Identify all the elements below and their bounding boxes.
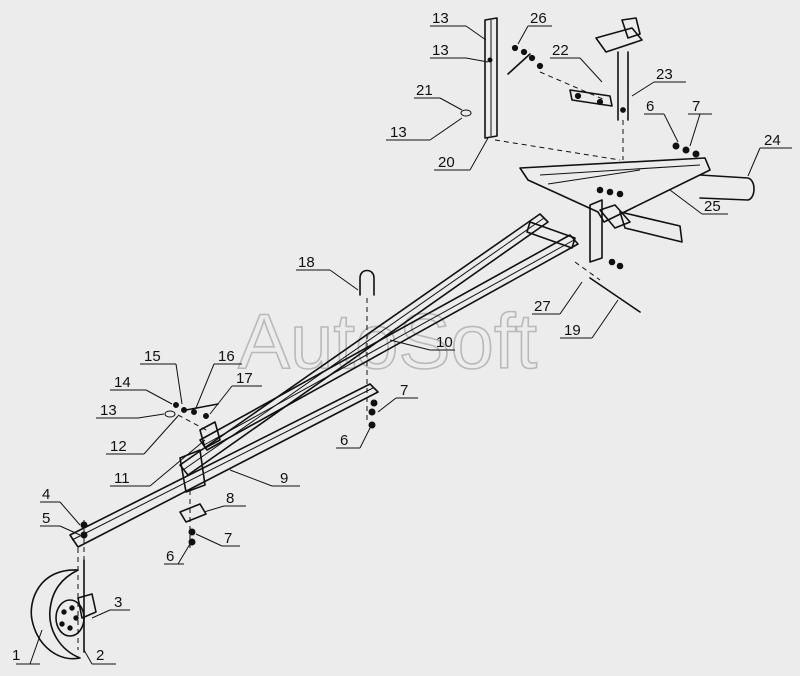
- cross-member: [179, 221, 576, 493]
- callout-17: 17: [236, 370, 253, 387]
- callout-8: 8: [226, 490, 234, 507]
- callout-9: 9: [280, 470, 288, 487]
- u-bolt-18: [359, 269, 378, 429]
- callout-13-third: 13: [390, 124, 407, 141]
- clamp-head-23: [595, 17, 643, 160]
- hitch-frame-25: [519, 157, 711, 270]
- u-pin-24: [672, 142, 755, 201]
- callout-13-top: 13: [432, 10, 449, 27]
- disc-1: [30, 569, 97, 660]
- callout-12: 12: [110, 438, 127, 455]
- callout-5: 5: [42, 510, 50, 527]
- callout-4: 4: [42, 486, 50, 503]
- callout-16: 16: [218, 348, 235, 365]
- callout-7-right: 7: [692, 98, 700, 115]
- callout-27: 27: [534, 298, 551, 315]
- callout-10: 10: [436, 334, 453, 351]
- callout-20: 20: [438, 154, 455, 171]
- callout-14: 14: [114, 374, 131, 391]
- callout-7-mid: 7: [400, 382, 408, 399]
- callout-21: 21: [416, 82, 433, 99]
- callout-1: 1: [12, 647, 20, 664]
- post-20: [484, 17, 621, 161]
- callout-15: 15: [144, 348, 161, 365]
- callout-19: 19: [564, 322, 581, 339]
- callout-6-mid: 6: [340, 432, 348, 449]
- callout-2: 2: [96, 647, 104, 664]
- callout-3: 3: [114, 594, 122, 611]
- callout-24: 24: [764, 132, 781, 149]
- watermark: AutoSoft: [238, 297, 538, 385]
- callout-23: 23: [656, 66, 673, 83]
- bracket-22: [460, 44, 613, 117]
- clamp-8: [179, 490, 207, 548]
- bolt-2: [77, 520, 88, 653]
- rod-27: [574, 261, 641, 313]
- callout-18: 18: [298, 254, 315, 271]
- main-beam-9: [69, 383, 379, 548]
- callout-13-second: 13: [432, 42, 449, 59]
- callout-25: 25: [704, 198, 721, 215]
- leader-lines: [16, 25, 792, 665]
- callout-labels: 1 2 3 4 5 6 7 8 9 10 11 12 13 14 15 16 1…: [12, 10, 781, 664]
- callout-11: 11: [114, 470, 130, 487]
- callout-7: 7: [224, 530, 232, 547]
- callout-6: 6: [166, 548, 174, 565]
- callout-13: 13: [100, 402, 117, 419]
- upper-beam: [179, 213, 549, 476]
- callout-22: 22: [552, 42, 569, 59]
- callout-6-right: 6: [646, 98, 654, 115]
- callout-26: 26: [530, 10, 547, 27]
